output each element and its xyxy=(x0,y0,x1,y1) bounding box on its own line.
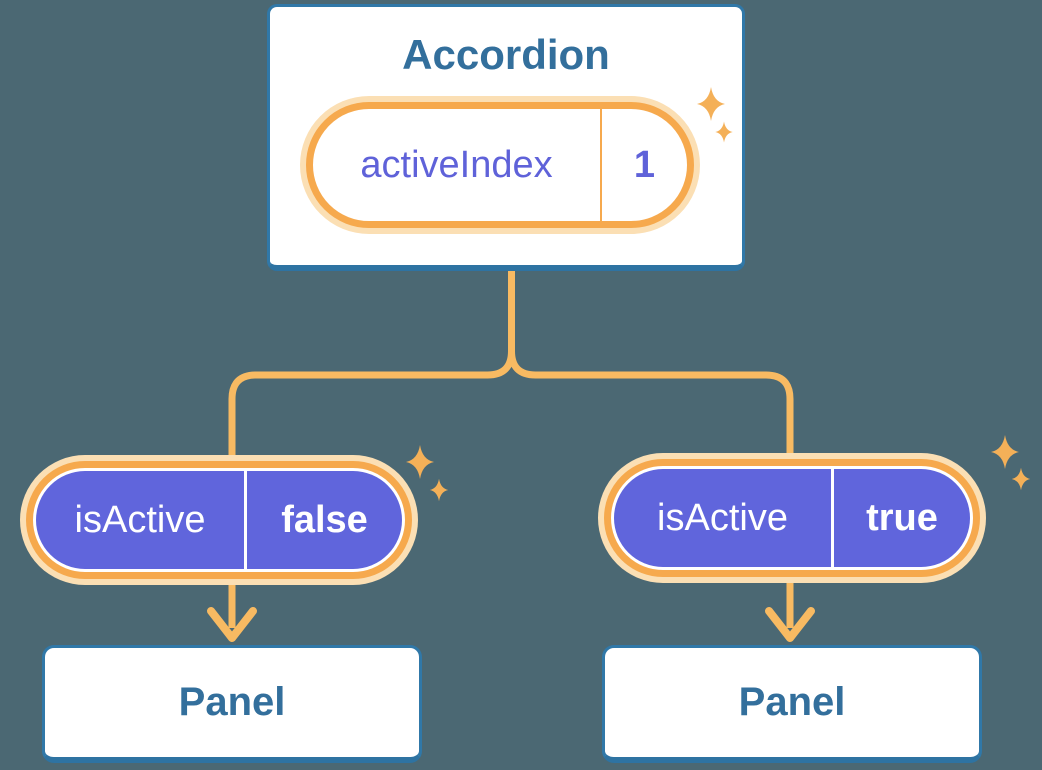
state-name-label: activeIndex xyxy=(360,143,553,186)
panel-card-left: Panel xyxy=(42,645,422,763)
state-name-label: isActive xyxy=(657,496,788,539)
state-pill-core: isActive true xyxy=(614,469,970,567)
panel-label: Panel xyxy=(178,680,286,724)
sparkle-icon-small xyxy=(429,478,449,502)
state-pill-is-active-true: isActive true xyxy=(598,453,986,583)
state-name-label: isActive xyxy=(74,498,206,541)
arrow-down-icon xyxy=(765,607,815,642)
state-pill-is-active-false: isActive false xyxy=(20,455,418,585)
state-value-label: true xyxy=(866,496,938,539)
pill-divider xyxy=(244,471,247,569)
state-value-label: false xyxy=(281,498,368,541)
state-pill-active-index: activeIndex 1 xyxy=(300,96,700,234)
arrow-down-icon xyxy=(207,607,257,642)
accordion-title: Accordion xyxy=(402,31,610,78)
pill-divider xyxy=(831,469,834,567)
sparkle-icon-small xyxy=(1011,467,1031,491)
state-pill-ring: isActive false xyxy=(26,461,412,579)
panel-label: Panel xyxy=(738,680,846,724)
state-pill-core: activeIndex 1 xyxy=(313,109,687,221)
sparkle-icon-large xyxy=(991,435,1019,469)
panel-card-right: Panel xyxy=(602,645,982,763)
state-pill-core: isActive false xyxy=(36,471,402,569)
pill-divider xyxy=(600,109,602,221)
state-pill-ring: isActive true xyxy=(604,459,980,577)
state-value-label: 1 xyxy=(633,143,656,186)
state-pill-ring: activeIndex 1 xyxy=(306,102,694,228)
sparkle-icon-large xyxy=(406,445,434,479)
